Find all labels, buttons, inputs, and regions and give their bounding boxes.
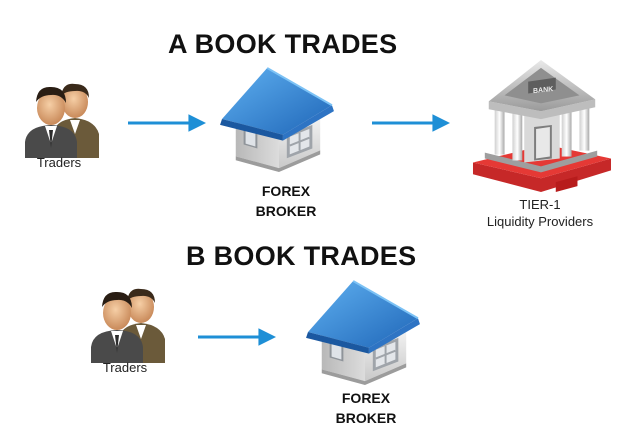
arrow-right-icon <box>198 327 276 347</box>
arrow-right-icon <box>372 113 450 133</box>
arrow-right-icon <box>128 113 206 133</box>
traders-label-a: Traders <box>36 155 82 170</box>
broker-line2: BROKER <box>255 203 317 219</box>
forex-broker-label-a: FOREX BROKER <box>236 181 336 221</box>
b-book-title: B BOOK TRADES <box>186 241 417 271</box>
lp-label: TIER-1 Liquidity Providers <box>465 196 615 230</box>
lp-line1: TIER-1 <box>519 197 561 212</box>
broker-line2: BROKER <box>335 410 397 426</box>
house-icon <box>214 66 340 174</box>
broker-line1: FOREX <box>341 390 391 406</box>
traders-icon <box>88 283 170 363</box>
broker-line1: FOREX <box>261 183 311 199</box>
house-icon <box>300 279 426 387</box>
a-book-title: A BOOK TRADES <box>168 29 398 59</box>
forex-broker-label-b: FOREX BROKER <box>316 388 416 428</box>
traders-label-b: Traders <box>102 360 148 375</box>
lp-line2: Liquidity Providers <box>486 214 594 229</box>
bank-icon <box>466 56 616 194</box>
traders-icon <box>22 78 104 158</box>
